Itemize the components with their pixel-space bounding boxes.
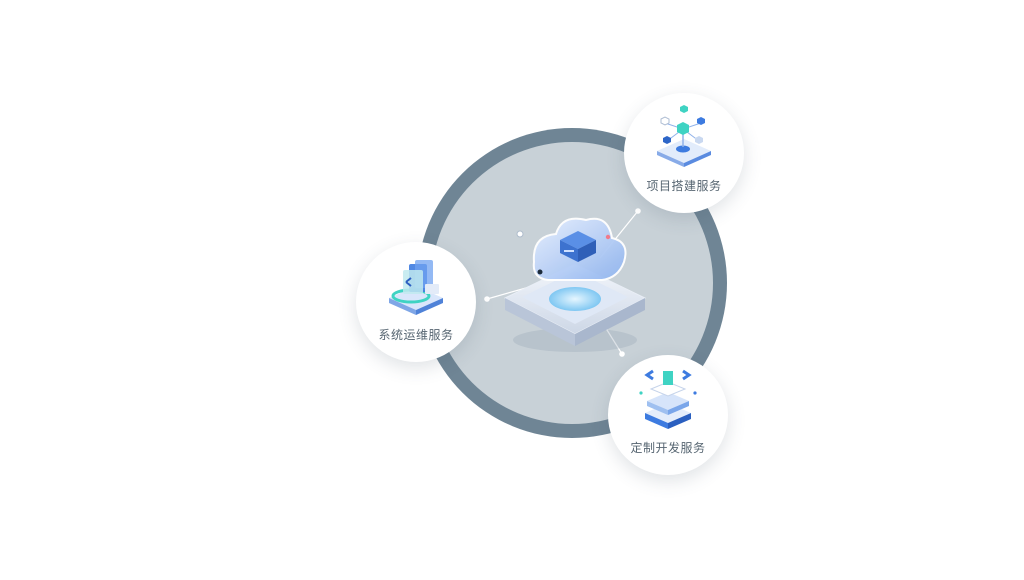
service-card-custom-development[interactable]: 定制开发服务	[608, 355, 728, 475]
service-card-project-setup[interactable]: 项目搭建服务	[624, 93, 744, 213]
service-card-operations[interactable]: 系统运维服务	[356, 242, 476, 362]
service-label-project-setup: 项目搭建服务	[646, 179, 722, 193]
service-label-custom-development: 定制开发服务	[630, 441, 706, 455]
service-label-operations: 系统运维服务	[378, 328, 454, 342]
operations-maintenance-icon	[389, 260, 443, 315]
project-setup-icon	[657, 105, 711, 167]
custom-development-icon	[639, 369, 697, 429]
cloud-server-icon	[503, 217, 647, 352]
